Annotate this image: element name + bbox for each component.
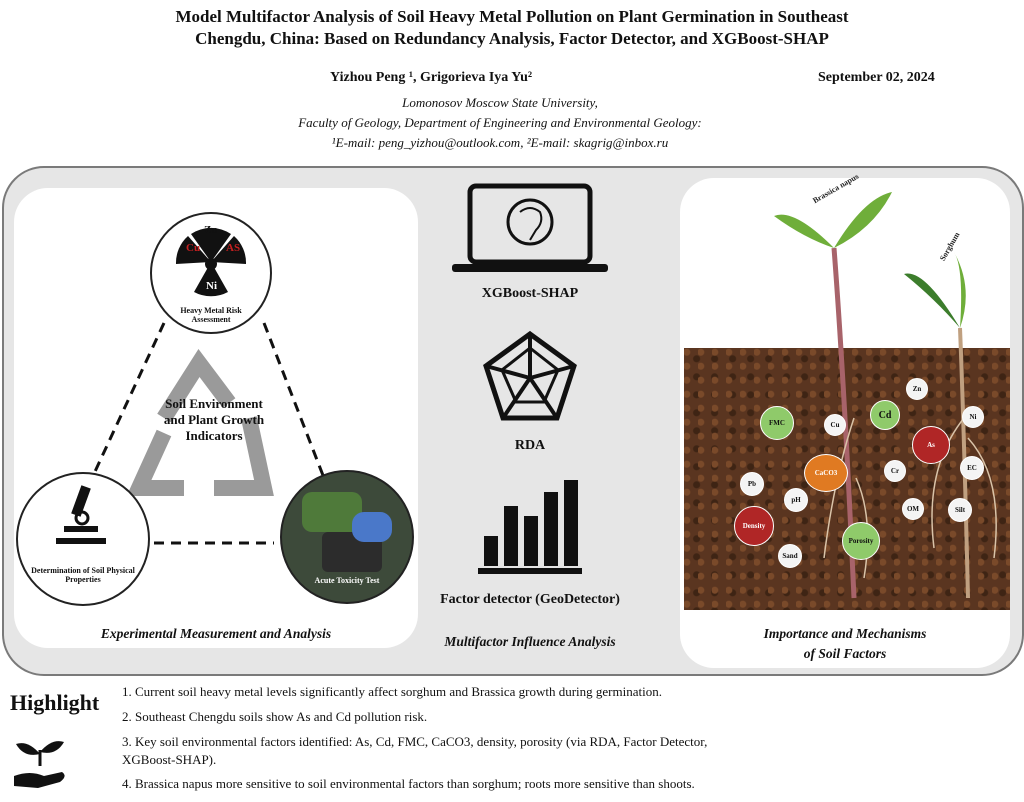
element-ni: Ni	[206, 280, 217, 292]
bubble-ni: Ni	[962, 406, 984, 428]
left-section: Zn Cu AS Ni Heavy Metal Risk Assessment …	[14, 188, 418, 648]
glove-image	[352, 512, 392, 542]
authors: Yizhou Peng ¹, Grigorieva Iya Yu²	[330, 70, 533, 85]
bubble-ph: pH	[784, 488, 808, 512]
title-line-1: Model Multifactor Analysis of Soil Heavy…	[175, 7, 849, 26]
paper-title: Model Multifactor Analysis of Soil Heavy…	[40, 6, 984, 50]
highlight-heading: Highlight	[10, 690, 100, 715]
middle-section-caption: Multifactor Influence Analysis	[444, 634, 616, 649]
affiliation-line-1: Lomonosov Moscow State University,	[402, 95, 598, 110]
bubble-density: Density	[734, 506, 774, 546]
right-section-caption-line-1: Importance and Mechanisms	[763, 626, 927, 641]
bubble-sand: Sand	[778, 544, 802, 568]
right-section-caption-line-2: of Soil Factors	[803, 646, 887, 661]
bubble-zn: Zn	[906, 378, 928, 400]
bubble-ec: EC	[960, 456, 984, 480]
element-zn: Zn	[204, 224, 218, 236]
heavy-metal-risk-circle: Zn Cu AS Ni Heavy Metal Risk Assessment	[150, 212, 272, 334]
title-line-2: Chengdu, China: Based on Redundancy Anal…	[195, 29, 829, 48]
date: September 02, 2024	[818, 70, 935, 85]
microscope-icon	[56, 485, 106, 544]
soil-properties-circle: Determination of Soil Physical Propertie…	[16, 472, 150, 606]
heavy-metal-risk-caption: Heavy Metal Risk Assessment	[180, 306, 242, 324]
laptop-brain-icon	[452, 183, 608, 272]
graphical-abstract-panel: Zn Cu AS Ni Heavy Metal Risk Assessment …	[2, 166, 1024, 676]
factor-detector-label: Factor detector (GeoDetector)	[440, 592, 620, 607]
bubble-fmc: FMC	[760, 406, 794, 440]
bubble-cr: Cr	[884, 460, 906, 482]
bubble-om: OM	[902, 498, 924, 520]
bubble-cd: Cd	[870, 400, 900, 430]
highlight-item-1: 1. Current soil heavy metal levels signi…	[122, 684, 662, 699]
soil-properties-caption: Determination of Soil Physical Propertie…	[31, 566, 135, 584]
affiliation-line-3: ¹E-mail: peng_yizhou@outlook.com, ²E-mai…	[331, 135, 669, 150]
left-section-caption: Experimental Measurement and Analysis	[100, 626, 332, 641]
center-text: Soil Environment and Plant Growth Indica…	[163, 396, 265, 443]
rda-label: RDA	[514, 438, 546, 453]
toxicity-test-circle: Acute Toxicity Test	[280, 470, 414, 604]
bubble-silt: Silt	[948, 498, 972, 522]
toxicity-test-caption: Acute Toxicity Test	[314, 576, 380, 585]
bubble-as: As	[912, 426, 950, 464]
highlight-item-2: 2. Southeast Chengdu soils show As and C…	[122, 709, 428, 724]
bubble-cu: Cu	[824, 414, 846, 436]
element-as: AS	[226, 242, 241, 254]
highlight-item-4: 4. Brassica napus more sensitive to soil…	[122, 776, 695, 791]
dashed-triangle	[90, 322, 326, 545]
bubble-pb: Pb	[740, 472, 764, 496]
sprout-hand-icon	[14, 741, 65, 788]
plant-illustration	[774, 192, 997, 599]
xgboost-label: XGBoost-SHAP	[481, 286, 579, 301]
highlight-item-3: 3. Key soil environmental factors identi…	[122, 734, 708, 749]
highlight-item-3-cont: XGBoost-SHAP).	[122, 752, 217, 767]
bubble-porosity: Porosity	[842, 522, 880, 560]
element-cu: Cu	[186, 242, 201, 254]
bubble-caco3: CaCO3	[804, 454, 848, 492]
radar-chart-icon	[483, 330, 577, 421]
radiation-icon	[175, 226, 247, 298]
bar-chart-icon	[478, 480, 582, 574]
affiliation-line-2: Faculty of Geology, Department of Engine…	[298, 115, 702, 130]
